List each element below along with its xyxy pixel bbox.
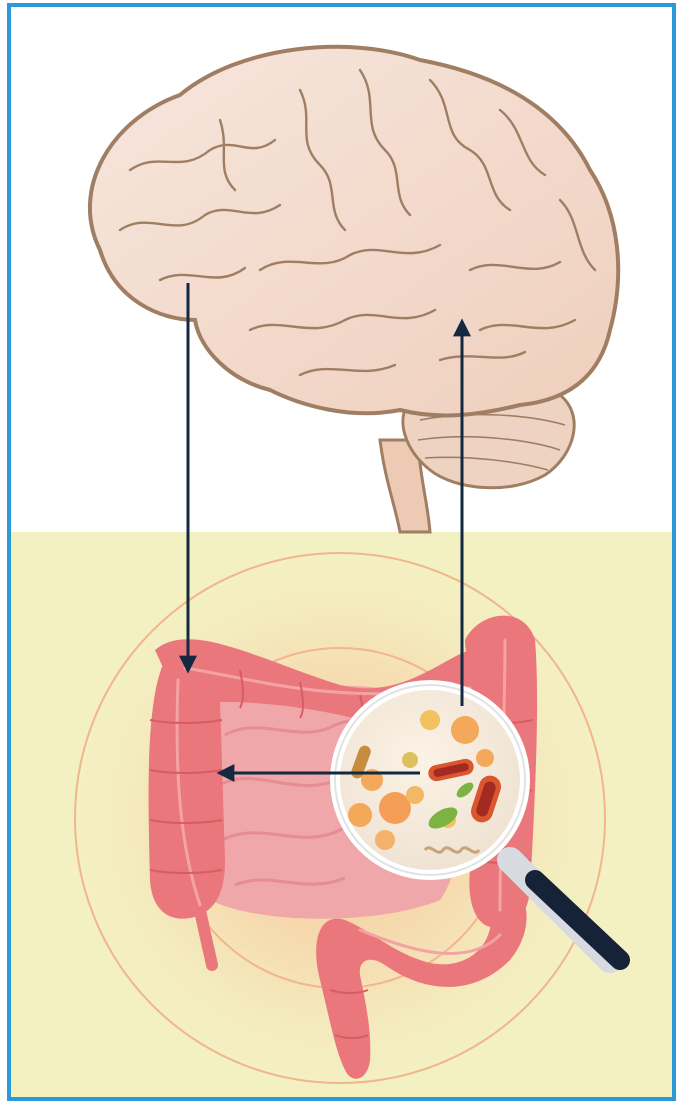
brain-icon	[90, 47, 618, 532]
